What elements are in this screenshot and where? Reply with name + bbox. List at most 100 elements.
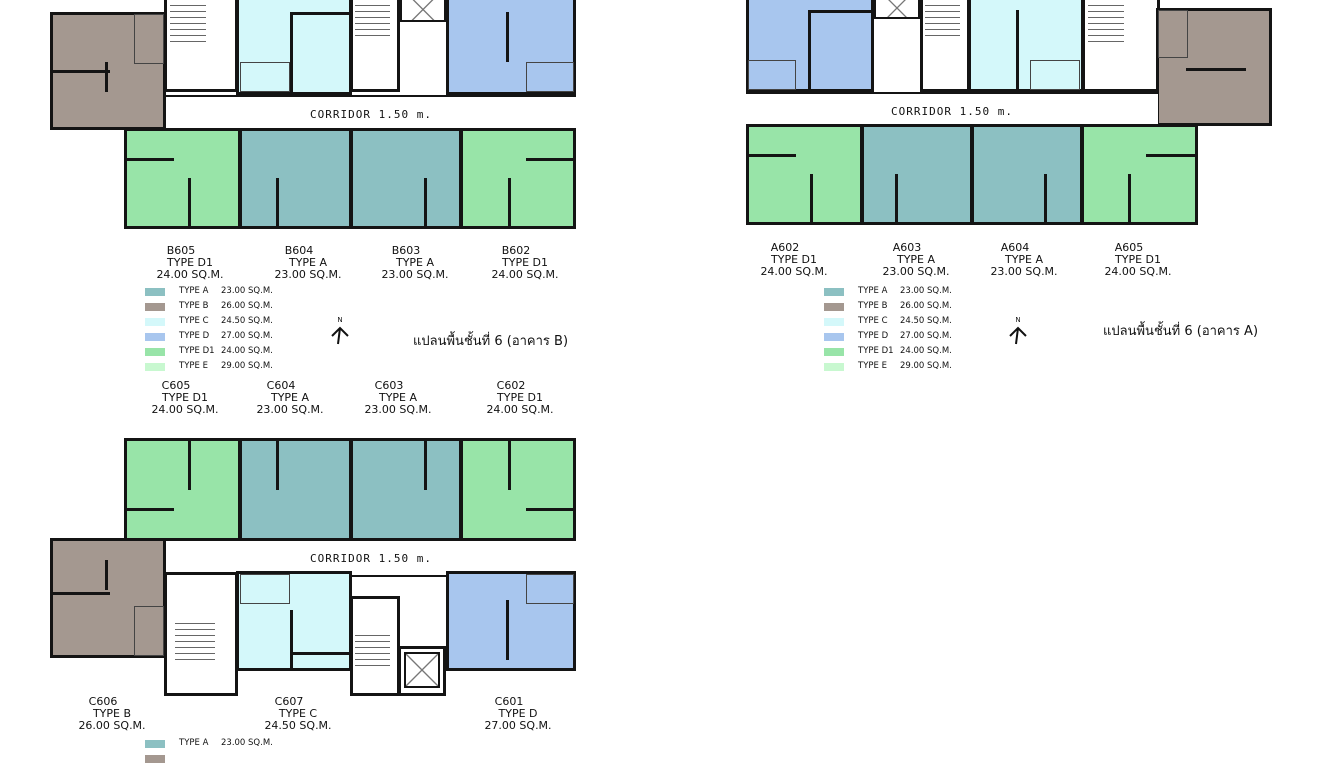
unit-label-c603: C603 TYPE A 23.00 SQ.M. xyxy=(364,379,432,416)
unit-label-a605: A605 TYPE D1 24.00 SQ.M. xyxy=(1104,241,1172,278)
unit-b603-type-a xyxy=(350,128,462,229)
wall xyxy=(1146,154,1196,157)
staircase xyxy=(925,0,960,38)
wall xyxy=(290,610,293,668)
bathroom xyxy=(526,62,574,92)
unit-b604-type-a xyxy=(239,128,352,229)
lift xyxy=(874,0,920,19)
swatch-type-c xyxy=(824,317,844,326)
swatch-type-a xyxy=(145,287,165,296)
unit-label-c604: C604 TYPE A 23.00 SQ.M. xyxy=(256,379,324,416)
swatch-type-a xyxy=(145,739,165,748)
swatch-type-b xyxy=(145,754,165,763)
wall xyxy=(290,12,350,15)
swatch-type-e xyxy=(824,362,844,371)
unit-label-a602: A602 TYPE D1 24.00 SQ.M. xyxy=(760,241,828,278)
wall xyxy=(276,178,279,228)
unit-label-c606: C606 TYPE B 26.00 SQ.M. xyxy=(78,695,146,732)
wall xyxy=(276,440,279,490)
bathroom xyxy=(1030,60,1080,90)
bathroom xyxy=(240,574,290,604)
unit-c603-type-a xyxy=(350,438,462,541)
wall xyxy=(105,62,108,92)
unit-label-b604: B604 TYPE A 23.00 SQ.M. xyxy=(274,244,342,281)
wall xyxy=(508,440,511,490)
wall xyxy=(124,508,174,511)
swatch-type-b xyxy=(824,302,844,311)
swatch-type-d xyxy=(145,332,165,341)
unit-a602-type-d1 xyxy=(746,124,863,225)
unit-c605-type-d1 xyxy=(124,438,241,541)
bathroom xyxy=(240,62,290,92)
wall xyxy=(50,592,110,595)
staircase xyxy=(355,0,390,38)
swatch-type-d1 xyxy=(145,347,165,356)
unit-label-c602: C602 TYPE D1 24.00 SQ.M. xyxy=(486,379,554,416)
plan-title-building-b: แปลนพื้นชั้นที่ 6 (อาคาร B) xyxy=(413,334,569,349)
staircase xyxy=(170,0,206,46)
corridor-label: CORRIDOR 1.50 m. xyxy=(891,104,1013,118)
bathroom xyxy=(1158,10,1188,58)
wall xyxy=(526,508,576,511)
bathroom xyxy=(134,606,164,656)
wall xyxy=(506,12,509,62)
unit-label-c607: C607 TYPE C 24.50 SQ.M. xyxy=(264,695,332,732)
wall xyxy=(124,158,174,161)
unit-a603-type-a xyxy=(861,124,973,225)
wall xyxy=(1186,68,1246,71)
corridor: CORRIDOR 1.50 m. xyxy=(166,95,576,133)
north-arrow-icon: N xyxy=(330,316,354,346)
lift xyxy=(404,652,440,688)
wall xyxy=(1044,174,1047,224)
north-arrow-icon: N xyxy=(1008,316,1032,346)
unit-c602-type-d1 xyxy=(460,438,576,541)
staircase xyxy=(1088,0,1124,46)
wall xyxy=(506,600,509,660)
swatch-type-d xyxy=(824,332,844,341)
wall xyxy=(424,440,427,490)
wall xyxy=(188,440,191,490)
swatch-type-d1 xyxy=(824,347,844,356)
wall xyxy=(746,154,796,157)
bathroom xyxy=(526,574,574,604)
wall xyxy=(808,10,811,90)
unit-a604-type-a xyxy=(971,124,1083,225)
swatch-type-e xyxy=(145,362,165,371)
unit-label-c605: C605 TYPE D1 24.00 SQ.M. xyxy=(151,379,219,416)
corridor-label: CORRIDOR 1.50 m. xyxy=(310,107,432,121)
wall xyxy=(290,652,350,655)
lift xyxy=(400,0,446,22)
legend-row-type-b xyxy=(145,751,273,766)
plan-title-building-a: แปลนพื้นชั้นที่ 6 (อาคาร A) xyxy=(1103,324,1259,339)
wall xyxy=(508,178,511,228)
swatch-type-b xyxy=(145,302,165,311)
bathroom xyxy=(748,60,796,90)
unit-a605-type-d1 xyxy=(1081,124,1198,225)
wall xyxy=(188,178,191,228)
unit-label-b605: B605 TYPE D1 24.00 SQ.M. xyxy=(156,244,224,281)
unit-label-c601: C601 TYPE D 27.00 SQ.M. xyxy=(484,695,552,732)
unit-label-b603: B603 TYPE A 23.00 SQ.M. xyxy=(381,244,449,281)
wall xyxy=(1128,174,1131,224)
wall xyxy=(424,178,427,228)
swatch-type-a xyxy=(824,287,844,296)
bathroom xyxy=(134,14,164,64)
wall xyxy=(895,174,898,224)
corridor: CORRIDOR 1.50 m. xyxy=(166,539,576,577)
wall xyxy=(526,158,576,161)
wall xyxy=(290,12,293,92)
wall xyxy=(1016,10,1019,90)
